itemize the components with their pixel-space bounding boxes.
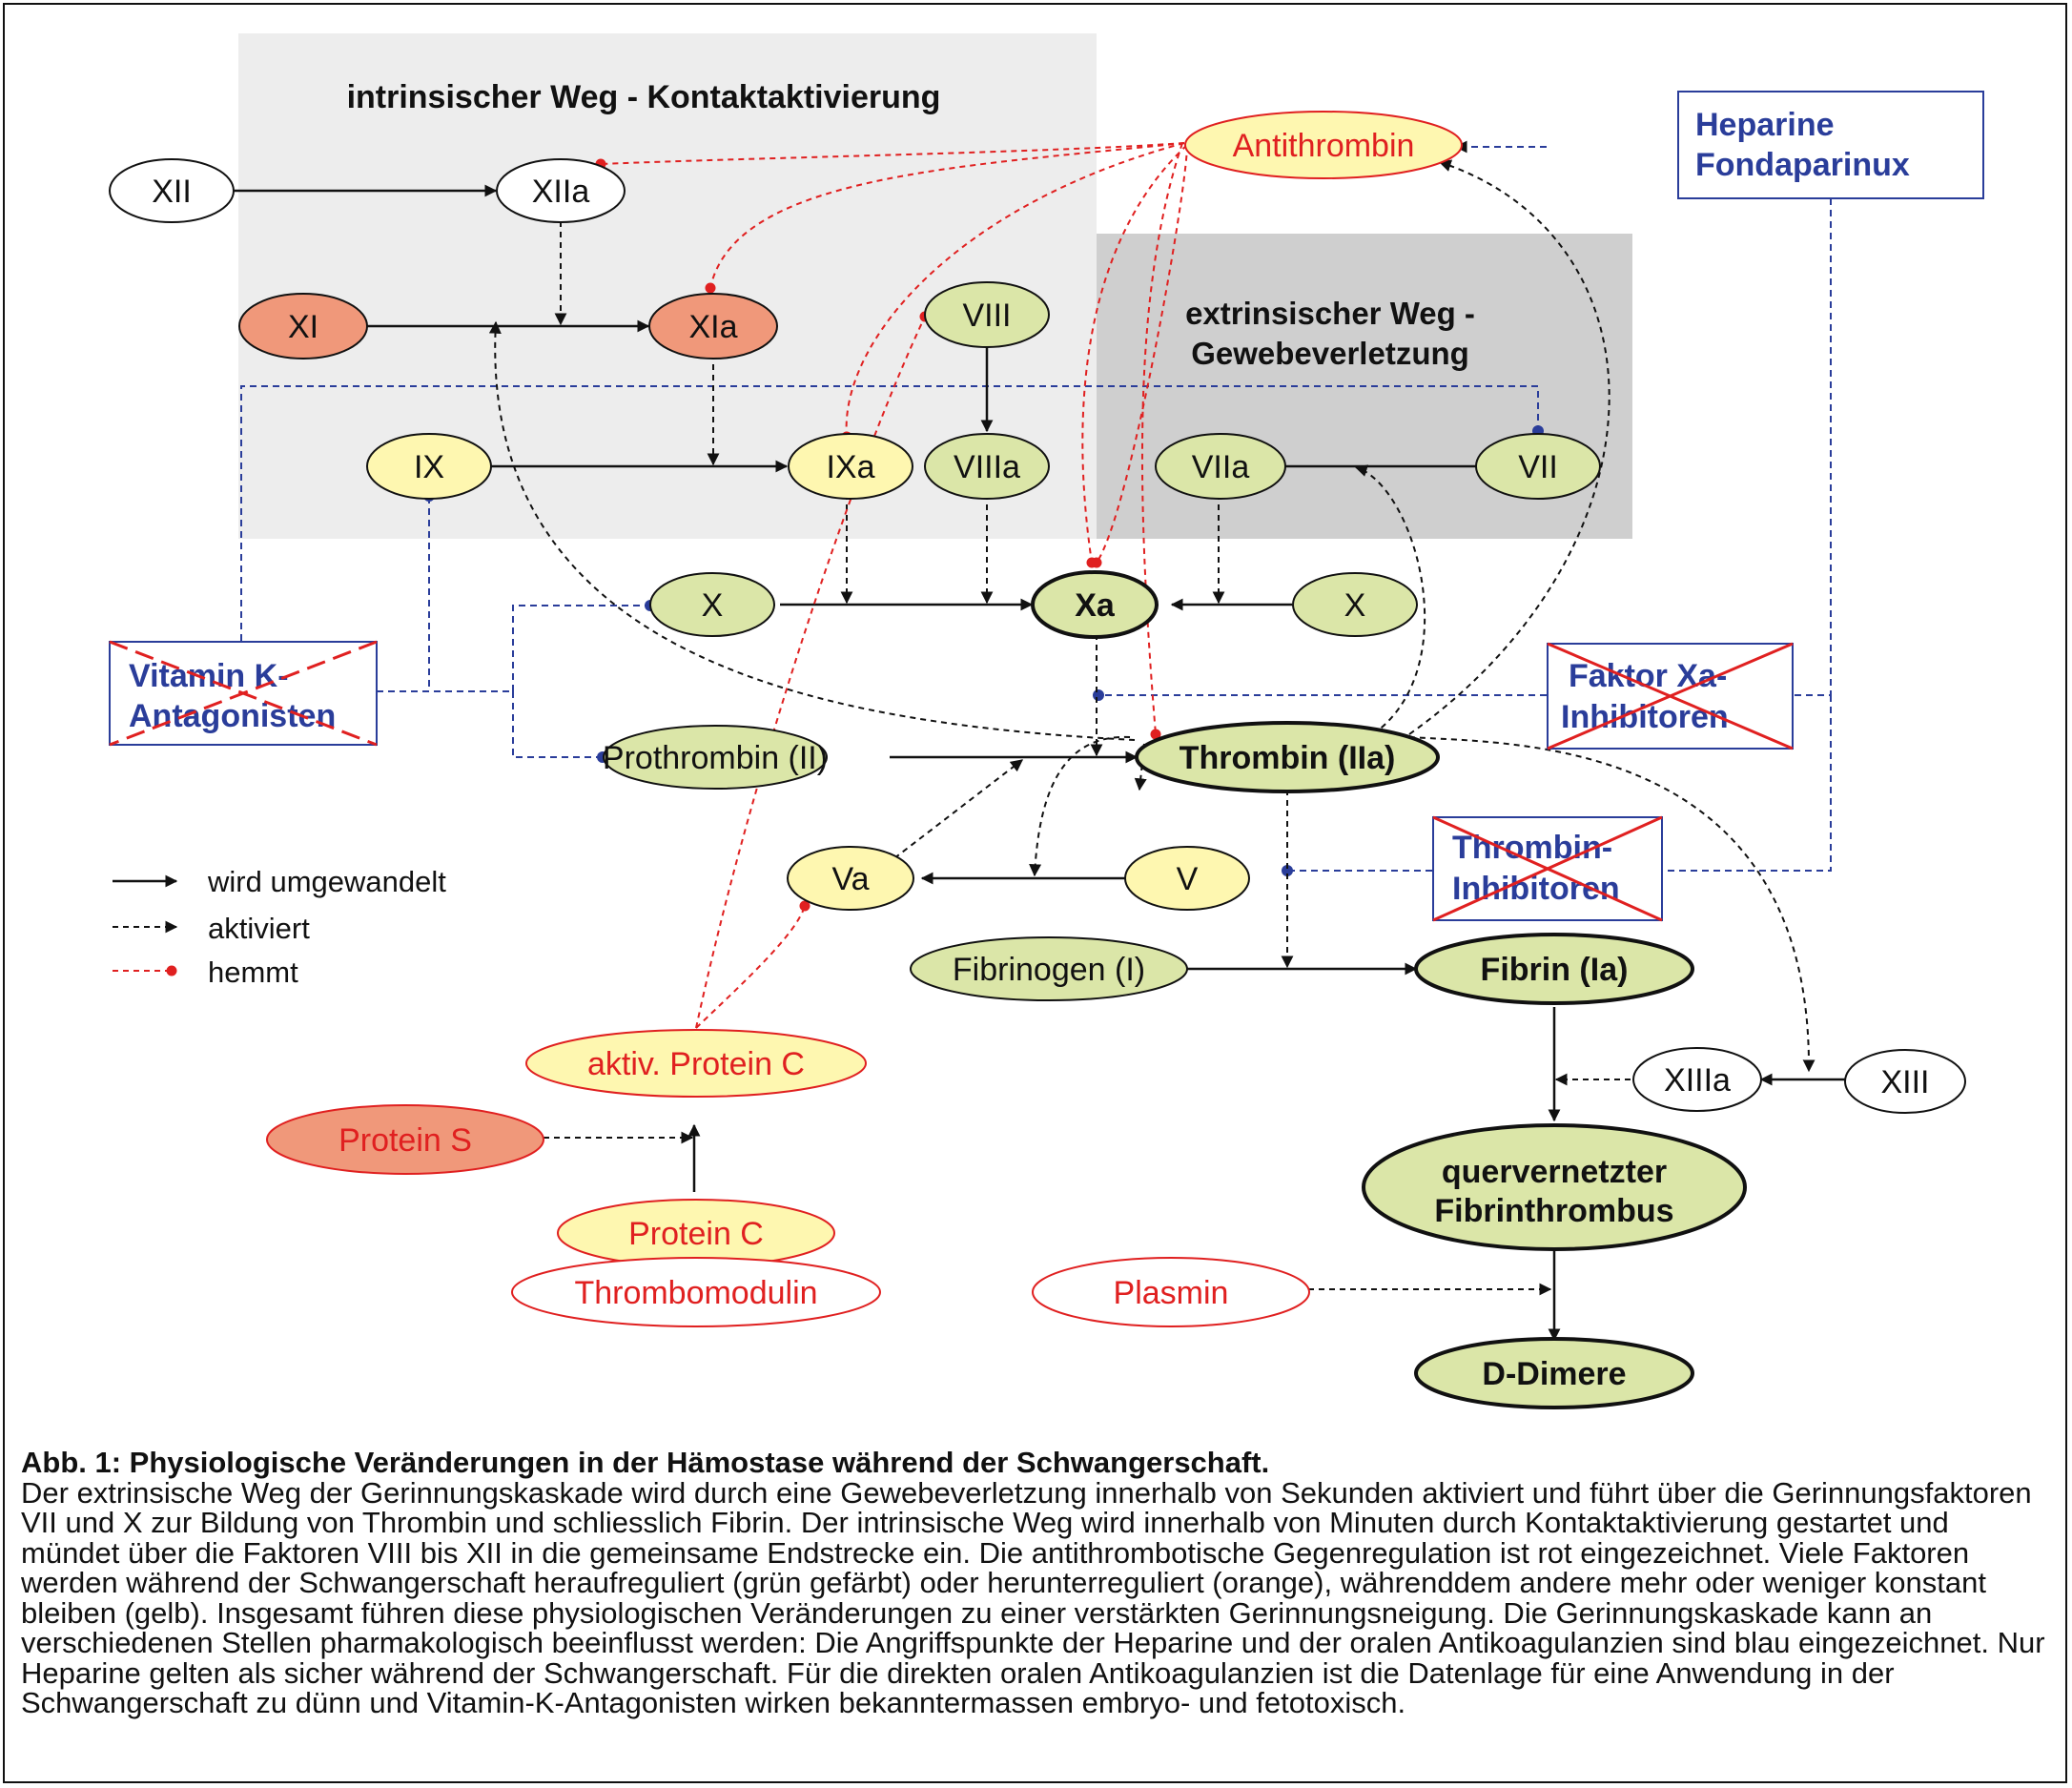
svg-text:X: X bbox=[1344, 587, 1366, 624]
extrinsic-title-line2: Gewebeverletzung bbox=[1191, 336, 1469, 371]
svg-text:Thrombin (IIa): Thrombin (IIa) bbox=[1180, 740, 1396, 776]
svg-text:XIIa: XIIa bbox=[532, 174, 590, 210]
node-plasmin: Plasmin bbox=[1032, 1257, 1310, 1327]
svg-text:Vitamin K-: Vitamin K- bbox=[129, 658, 289, 694]
node-xi: XI bbox=[238, 293, 368, 360]
node-d-dimere: D-Dimere bbox=[1414, 1337, 1694, 1409]
svg-text:Protein C: Protein C bbox=[628, 1216, 764, 1252]
conversion-arrows bbox=[234, 184, 1845, 1342]
svg-text:Inhibitoren: Inhibitoren bbox=[1561, 699, 1729, 735]
node-xia: XIa bbox=[648, 293, 778, 360]
node-protein-s: Protein S bbox=[266, 1104, 544, 1175]
node-vii: VII bbox=[1475, 433, 1601, 500]
svg-text:Xa: Xa bbox=[1075, 587, 1116, 624]
svg-text:Thrombomodulin: Thrombomodulin bbox=[574, 1275, 817, 1311]
svg-text:Va: Va bbox=[831, 861, 869, 897]
svg-text:aktiv. Protein C: aktiv. Protein C bbox=[587, 1046, 805, 1082]
svg-text:XIII: XIII bbox=[1880, 1064, 1929, 1100]
svg-text:V: V bbox=[1177, 861, 1199, 897]
svg-text:XIa: XIa bbox=[688, 309, 737, 345]
svg-text:XIIIa: XIIIa bbox=[1664, 1062, 1731, 1099]
legend-converted: wird umgewandelt bbox=[207, 865, 446, 898]
inhibition-lines bbox=[595, 142, 1188, 1029]
node-antithrombin: Antithrombin bbox=[1184, 111, 1463, 179]
node-thrombomodulin: Thrombomodulin bbox=[511, 1257, 881, 1327]
node-protein-c: Protein C bbox=[557, 1199, 835, 1267]
node-xii: XII bbox=[109, 158, 235, 223]
heparine-box: Heparine Fondaparinux bbox=[1677, 91, 1984, 199]
node-xiii: XIII bbox=[1844, 1049, 1966, 1114]
svg-text:VII: VII bbox=[1518, 449, 1558, 485]
svg-text:Thrombin-: Thrombin- bbox=[1452, 830, 1612, 866]
svg-text:Fibrinogen (I): Fibrinogen (I) bbox=[953, 952, 1145, 988]
node-xiiia: XIIIa bbox=[1632, 1047, 1762, 1112]
node-v: V bbox=[1124, 846, 1250, 911]
factor-xa-inhibitors-box: Faktor Xa- Inhibitoren bbox=[1547, 642, 1794, 750]
vitamin-k-antagonists-box: Vitamin K- Antagonisten bbox=[109, 640, 378, 747]
node-x-left: X bbox=[649, 572, 775, 637]
svg-text:Fibrinthrombus: Fibrinthrombus bbox=[1434, 1193, 1673, 1229]
svg-text:IXa: IXa bbox=[826, 449, 874, 485]
node-ixa: IXa bbox=[788, 433, 913, 500]
intrinsic-title: intrinsischer Weg - Kontaktaktivierung bbox=[347, 79, 941, 115]
node-prothrombin: Prothrombin (II) bbox=[603, 725, 828, 790]
node-thrombin: Thrombin (IIa) bbox=[1135, 721, 1440, 793]
svg-text:Fibrin (Ia): Fibrin (Ia) bbox=[1481, 952, 1629, 988]
node-viiia: VIIIa bbox=[924, 433, 1050, 500]
legend-inhibits: hemmt bbox=[208, 956, 298, 989]
node-xiia: XIIa bbox=[496, 158, 626, 223]
extrinsic-title-line1: extrinsischer Weg - bbox=[1185, 296, 1475, 331]
nodes: XII XIIa XI XIa VIII IX IXa VIIIa VIIa V… bbox=[109, 111, 1966, 1409]
svg-text:XI: XI bbox=[288, 309, 318, 345]
svg-text:D-Dimere: D-Dimere bbox=[1482, 1356, 1626, 1392]
svg-text:Fondaparinux: Fondaparinux bbox=[1695, 147, 1910, 183]
coagulation-cascade-diagram: intrinsischer Weg - Kontaktaktivierung e… bbox=[109, 33, 1984, 1409]
thrombin-inhibitors-box: Thrombin- Inhibitoren bbox=[1432, 815, 1663, 922]
node-x-right: X bbox=[1292, 572, 1418, 637]
svg-text:Protein S: Protein S bbox=[338, 1122, 472, 1159]
node-fibrin: Fibrin (Ia) bbox=[1414, 933, 1694, 1005]
svg-text:Prothrombin (II): Prothrombin (II) bbox=[603, 740, 828, 776]
svg-text:IX: IX bbox=[414, 449, 444, 485]
svg-text:VIIIa: VIIIa bbox=[954, 449, 1020, 485]
legend: wird umgewandelt aktiviert hemmt bbox=[113, 865, 446, 989]
node-viii: VIII bbox=[924, 281, 1050, 348]
node-fibrinogen: Fibrinogen (I) bbox=[910, 936, 1188, 1001]
svg-text:VIIa: VIIa bbox=[1192, 449, 1250, 485]
svg-text:VIII: VIII bbox=[962, 298, 1011, 334]
node-ix: IX bbox=[366, 433, 492, 500]
svg-text:Antithrombin: Antithrombin bbox=[1233, 128, 1415, 164]
svg-text:quervernetzter: quervernetzter bbox=[1442, 1154, 1667, 1190]
svg-text:X: X bbox=[702, 587, 724, 624]
activation-arrows bbox=[488, 159, 1816, 1296]
svg-text:Heparine: Heparine bbox=[1695, 107, 1835, 143]
legend-activates: aktiviert bbox=[208, 912, 310, 945]
pharmacology-lines bbox=[240, 140, 1832, 876]
node-aktiv-protein-c: aktiv. Protein C bbox=[525, 1029, 867, 1098]
caption-body: Der extrinsische Weg der Gerinnungskaska… bbox=[21, 1475, 2045, 1719]
figure-caption: Abb. 1: Physiologische Veränderungen in … bbox=[21, 1448, 2052, 1718]
node-viia: VIIa bbox=[1155, 433, 1286, 500]
caption-title: Abb. 1: Physiologische Veränderungen in … bbox=[21, 1446, 1270, 1479]
node-va: Va bbox=[787, 846, 914, 911]
svg-text:XII: XII bbox=[152, 174, 192, 210]
node-xa: Xa bbox=[1031, 570, 1159, 639]
svg-text:Plasmin: Plasmin bbox=[1114, 1275, 1229, 1311]
